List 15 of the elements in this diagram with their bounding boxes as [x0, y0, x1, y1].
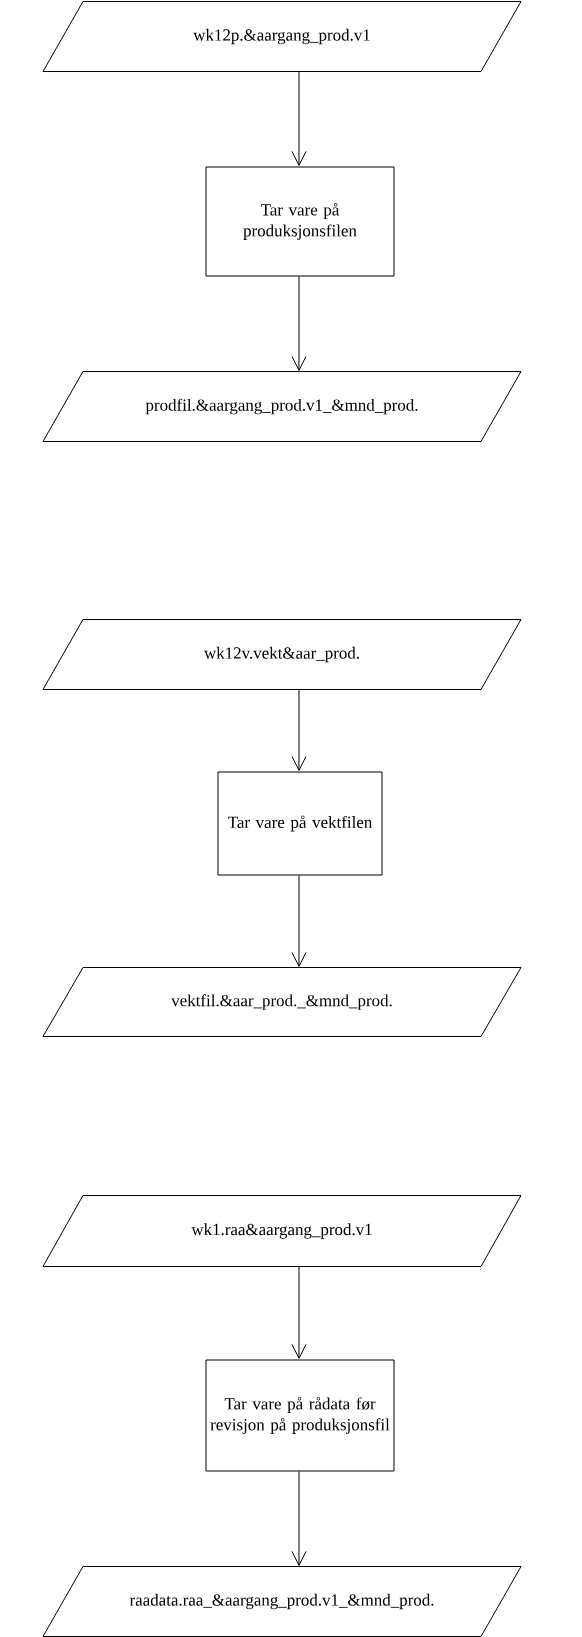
- process-box: Tar vare på produksjonsfilen: [205, 166, 395, 277]
- data-parallelogram: wk1.raa&aargang_prod.v1: [42, 1195, 522, 1267]
- arrow: [291, 875, 307, 967]
- process-box: Tar vare på rådata før revisjon på produksjonsfil: [205, 1359, 395, 1472]
- data-parallelogram: vektfil.&aar_prod._&mnd_prod.: [42, 967, 522, 1037]
- arrow: [291, 71, 307, 166]
- arrow: [291, 689, 307, 771]
- arrow: [291, 276, 307, 371]
- data-parallelogram: wk12v.vekt&aar_prod.: [42, 619, 522, 690]
- arrow: [291, 1471, 307, 1566]
- data-parallelogram: prodfil.&aargang_prod.v1_&mnd_prod.: [42, 371, 522, 442]
- arrow: [291, 1266, 307, 1359]
- data-parallelogram: wk12p.&aargang_prod.v1: [42, 1, 522, 72]
- process-box: Tar vare på vektfilen: [217, 771, 383, 876]
- data-parallelogram: raadata.raa_&aargang_prod.v1_&mnd_prod.: [42, 1566, 522, 1637]
